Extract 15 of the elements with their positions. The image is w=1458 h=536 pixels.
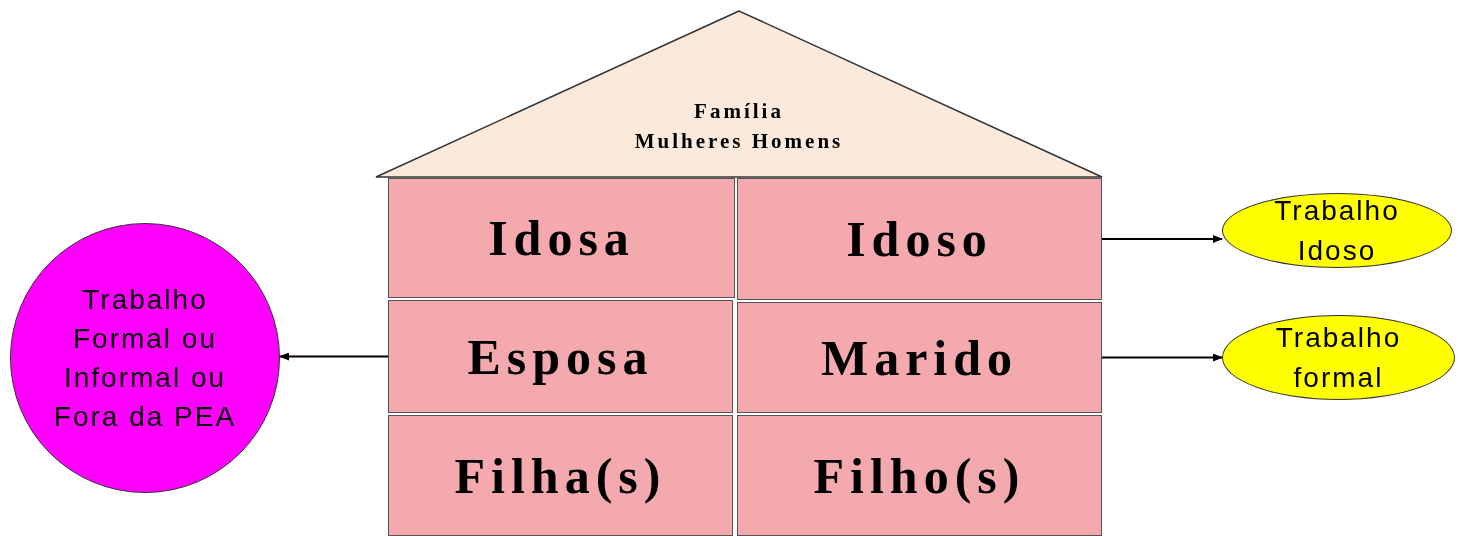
- arrow: [1101, 235, 1223, 243]
- work-circle: Trabalho Formal ou Informal ou Fora da PEA: [10, 223, 280, 493]
- roof-title: Família: [694, 98, 784, 125]
- work-ellipse: Trabalho formal: [1222, 315, 1455, 400]
- arrow: [279, 352, 389, 361]
- roof-subtitle: Mulheres Homens: [634, 128, 844, 155]
- family-member-cell: Marido: [737, 302, 1102, 413]
- family-member-cell: Idoso: [737, 178, 1102, 300]
- arrow: [1101, 353, 1223, 362]
- roof-triangle: [375, 10, 1103, 178]
- family-member-cell: Idosa: [388, 178, 735, 298]
- family-member-cell: Esposa: [388, 300, 733, 413]
- family-member-cell: Filha(s): [388, 415, 733, 536]
- work-ellipse: Trabalho Idoso: [1222, 193, 1452, 268]
- family-member-cell: Filho(s): [737, 415, 1102, 536]
